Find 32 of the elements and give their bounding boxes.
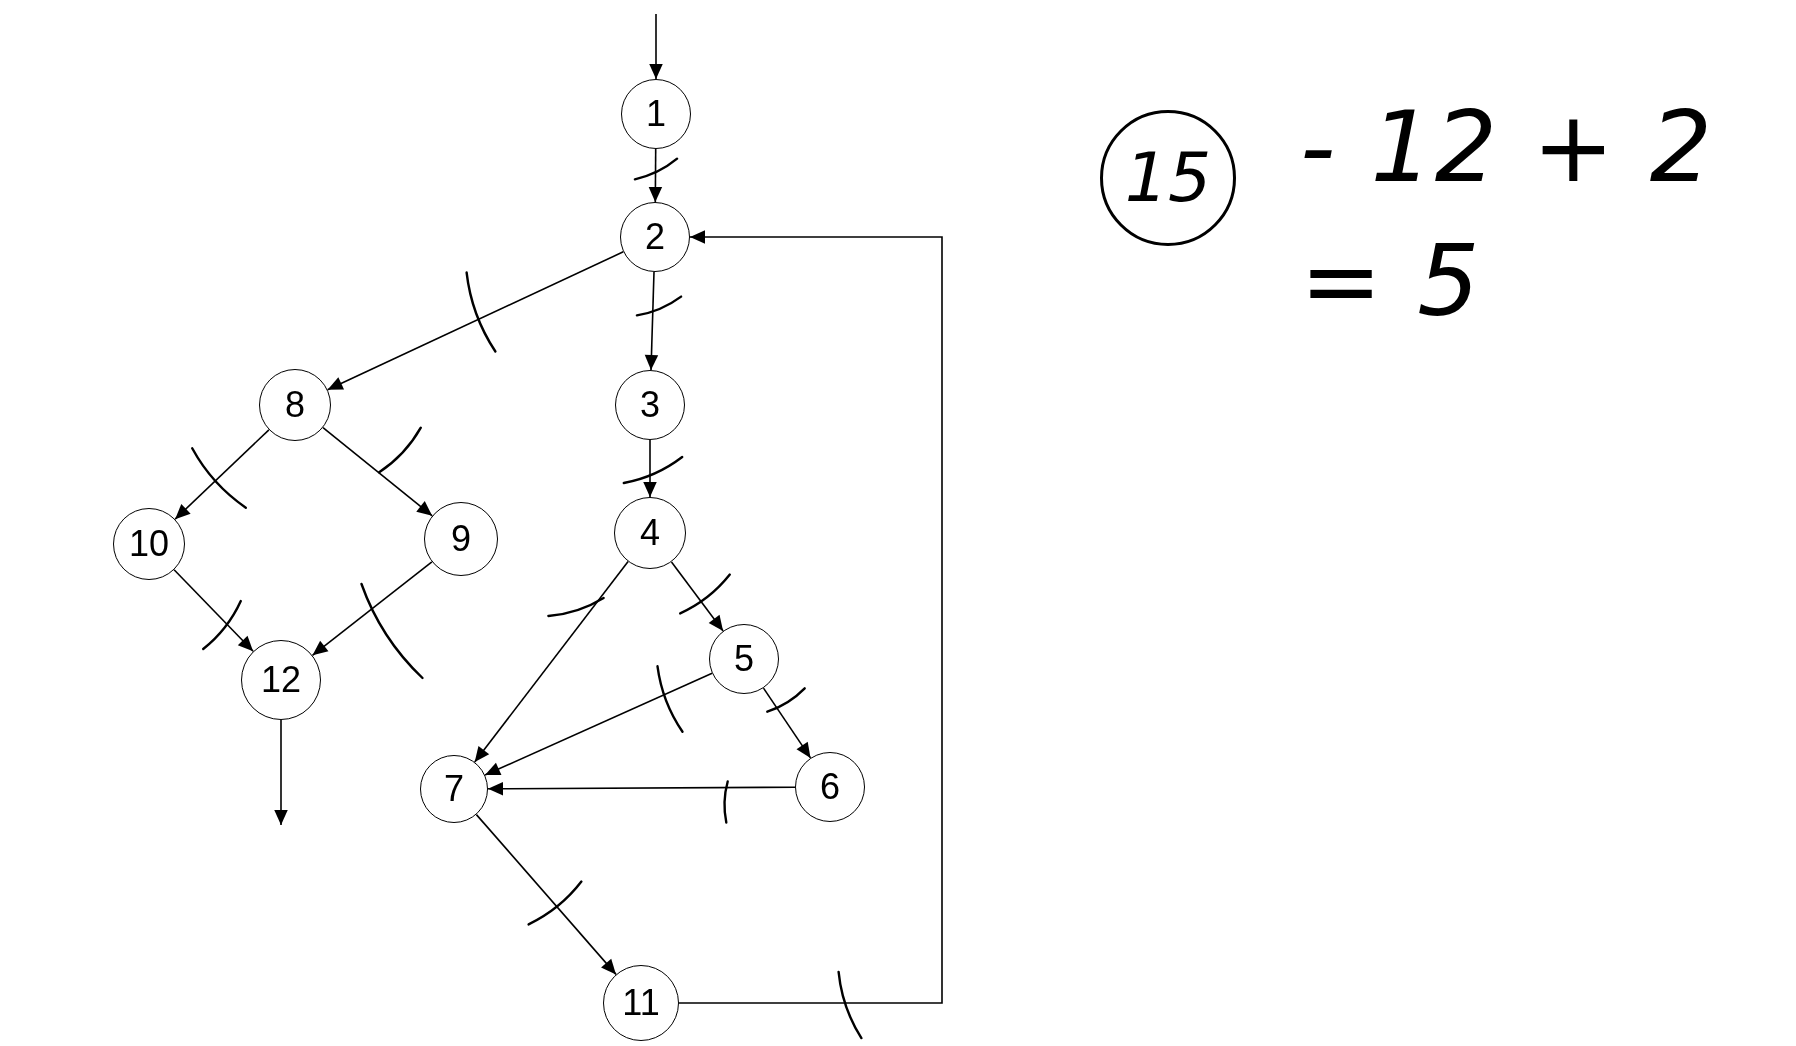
arrow <box>274 719 288 826</box>
node-number: 9 <box>451 521 471 557</box>
arrow <box>475 813 617 976</box>
arrow <box>644 271 659 371</box>
arrow <box>648 148 663 203</box>
arrow <box>484 672 713 776</box>
node-number: 2 <box>645 219 665 255</box>
arrow <box>173 569 254 653</box>
arrow <box>643 439 657 498</box>
node-number: 3 <box>640 387 660 423</box>
node-number: 11 <box>622 985 660 1021</box>
node-number: 8 <box>285 387 305 423</box>
arrow <box>762 687 812 759</box>
node-number: 6 <box>820 769 840 805</box>
arrow <box>326 251 625 391</box>
arrow <box>649 13 663 80</box>
handwritten-formula: = 5 <box>1300 232 1482 330</box>
arrow <box>311 561 433 657</box>
arrow <box>322 426 433 517</box>
handwritten-number: 15 <box>1124 144 1212 212</box>
arrow <box>670 561 724 632</box>
arrow <box>473 560 629 763</box>
arrow <box>487 781 796 796</box>
node-number: 12 <box>260 662 301 698</box>
node-number: 4 <box>640 515 660 551</box>
node-number: 1 <box>646 96 666 132</box>
handwritten-formula: - 12 + 2 <box>1300 98 1714 196</box>
node-number: 7 <box>444 771 464 807</box>
arrow <box>174 429 270 520</box>
node-number: 5 <box>734 641 754 677</box>
node-number: 10 <box>128 526 169 562</box>
arrow <box>678 230 943 1004</box>
